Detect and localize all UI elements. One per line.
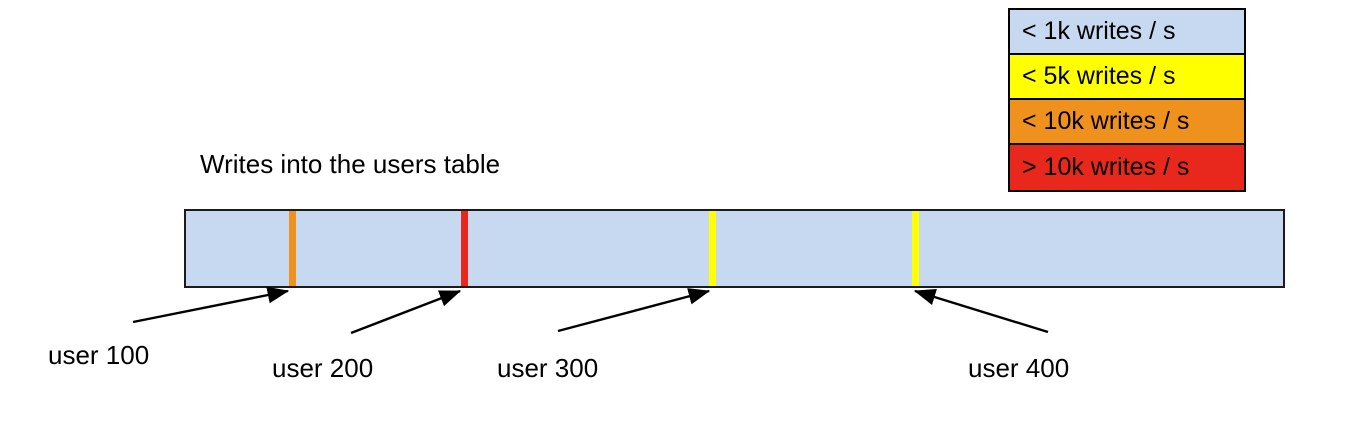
stripe-user-200 [461, 211, 468, 286]
users-table-bar [184, 209, 1285, 288]
legend-item-label: < 10k writes / s [1022, 107, 1190, 135]
pointer-arrow [350, 289, 462, 335]
legend-item: < 1k writes / s [1010, 10, 1244, 55]
legend-item: < 10k writes / s [1010, 100, 1244, 145]
stripe-user-100 [289, 211, 296, 286]
stripe-user-300 [709, 211, 716, 286]
legend-item-label: > 10k writes / s [1022, 153, 1190, 181]
user-label: user 400 [968, 353, 1070, 383]
pointer-arrow [913, 288, 1049, 334]
legend-item: > 10k writes / s [1010, 145, 1244, 190]
user-label: user 100 [48, 340, 150, 370]
legend-item-label: < 1k writes / s [1022, 17, 1176, 45]
chart-title: Writes into the users table [200, 149, 501, 179]
pointer-arrow [132, 286, 290, 324]
legend-item: < 5k writes / s [1010, 55, 1244, 100]
stripe-user-400 [912, 211, 919, 286]
user-label: user 300 [497, 353, 599, 383]
pointer-arrow [557, 288, 711, 333]
legend: < 1k writes / s < 5k writes / s < 10k writ… [1008, 8, 1246, 192]
user-label: user 200 [272, 353, 374, 383]
legend-item-label: < 5k writes / s [1022, 62, 1176, 90]
